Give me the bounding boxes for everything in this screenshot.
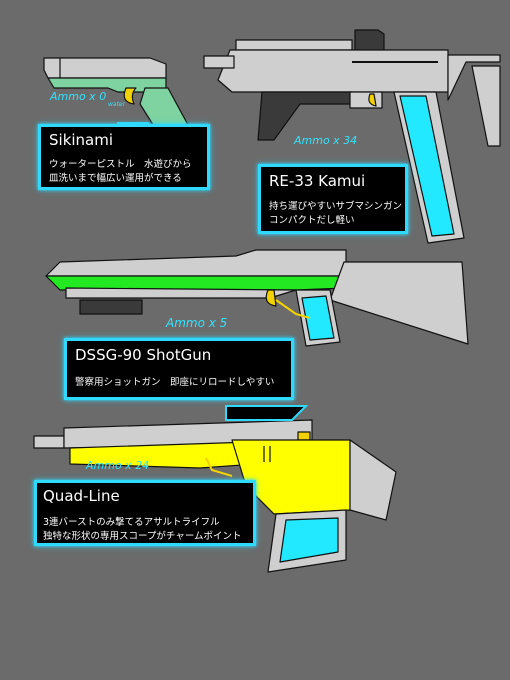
quadline-name: Quad-Line [43,487,120,505]
dssg90-pump [79,299,143,315]
re33-top-rail [235,39,353,51]
re33-stock [447,54,501,101]
sikinami-trigger [123,87,137,105]
sikinami-card: Sikinami ウォーターピストル 水遊びから 皿洗いまで幅広い運用ができる [38,124,210,190]
sikinami-ammo-label: Ammo x 0 [50,90,107,103]
dssg90-stock [329,261,469,345]
dssg90-ammo-label: Ammo x 5 [166,316,228,330]
quadline-ammo-label: Ammo x 24 [86,459,150,472]
quadline-magazine [279,517,339,563]
dssg90-name: DSSG-90 ShotGun [75,346,212,364]
quadline-rifle [33,419,397,573]
dssg90-guard-line [275,299,311,319]
sikinami-ammo-sub: water [108,101,126,108]
re33-smg [203,29,501,244]
dssg90-shell-window [301,295,335,341]
dssg90-green-rail [45,275,347,291]
re33-ammo-label: Ammo x 34 [294,134,358,147]
re33-desc-line-2: コンパクトだし軽い [269,215,355,226]
re33-foregrip [257,91,353,141]
quadline-card-tab [225,405,309,421]
re33-muzzle [203,55,235,69]
quadline-muzzle [33,435,65,449]
re33-trigger [368,93,377,107]
re33-stock-pad [471,65,501,147]
quadline-stock [349,439,397,521]
re33-body [217,49,449,93]
re33-guard [349,91,383,109]
dssg90-barrel [45,249,347,277]
re33-name: RE-33 Kamui [269,172,366,190]
quadline-desc-line-1: 3連バーストのみ撃てるアサルトライフル [43,517,220,528]
dssg90-lower [65,287,297,299]
sikinami-slide [43,57,167,79]
dssg90-shotgun [45,249,469,347]
sikinami-desc-line-2: 皿洗いまで幅広い運用ができる [49,173,182,184]
re33-desc-line-1: 持ち運びやすいサブマシンガン [269,201,403,212]
dssg90-trigger [265,289,277,307]
sikinami-desc-line-1: ウォーターピストル 水遊びから [49,159,192,170]
sikinami-name: Sikinami [49,131,114,149]
re33-card: RE-33 Kamui 持ち運びやすいサブマシンガン コンパクトだし軽い [258,164,408,234]
quadline-guard [205,457,233,477]
dssg90-card: DSSG-90 ShotGun 警察用ショットガン 即座にリロードしやすい [64,338,294,400]
re33-sight [354,29,385,53]
quadline-desc-line-2: 独特な形状の専用スコープがチャームポイント [43,531,242,542]
sikinami-pistol [43,57,195,140]
dssg90-desc-line-1: 警察用ショットガン 即座にリロードしやすい [75,377,275,388]
quadline-upper-mark [297,431,311,441]
quadline-card: Quad-Line 3連バーストのみ撃てるアサルトライフル 独特な形状の専用スコ… [34,480,256,546]
re33-magazine [399,95,455,237]
